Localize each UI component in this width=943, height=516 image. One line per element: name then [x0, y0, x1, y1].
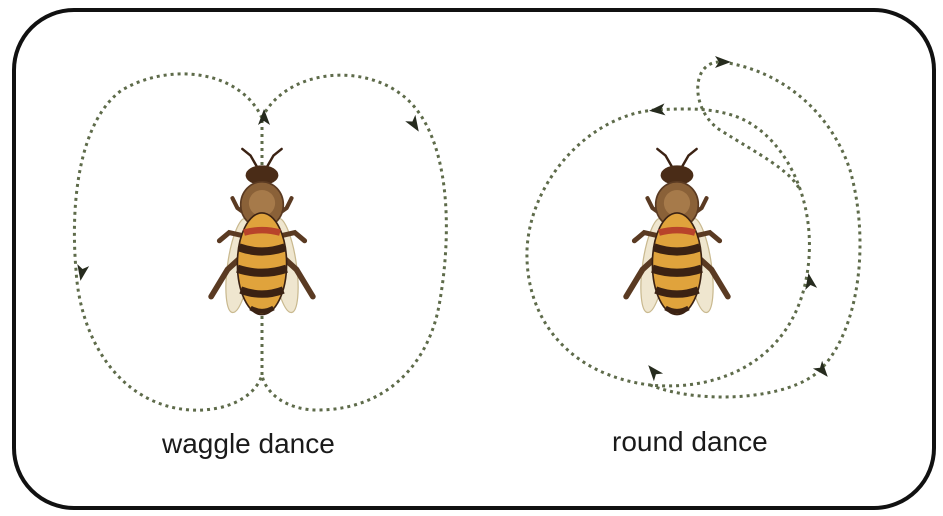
arrowhead-icon [75, 264, 90, 282]
arrowhead-icon [813, 361, 832, 381]
bee-icon [211, 149, 313, 315]
arrowhead-icon [644, 361, 663, 381]
diagram-frame [14, 10, 934, 508]
arrowhead-icon [258, 109, 270, 125]
arrowhead-icon [803, 272, 818, 290]
arrowhead-icon [649, 103, 666, 116]
round-dance-caption: round dance [612, 426, 768, 458]
waggle-dance-caption: waggle dance [162, 428, 335, 460]
bee-icon [626, 149, 728, 315]
